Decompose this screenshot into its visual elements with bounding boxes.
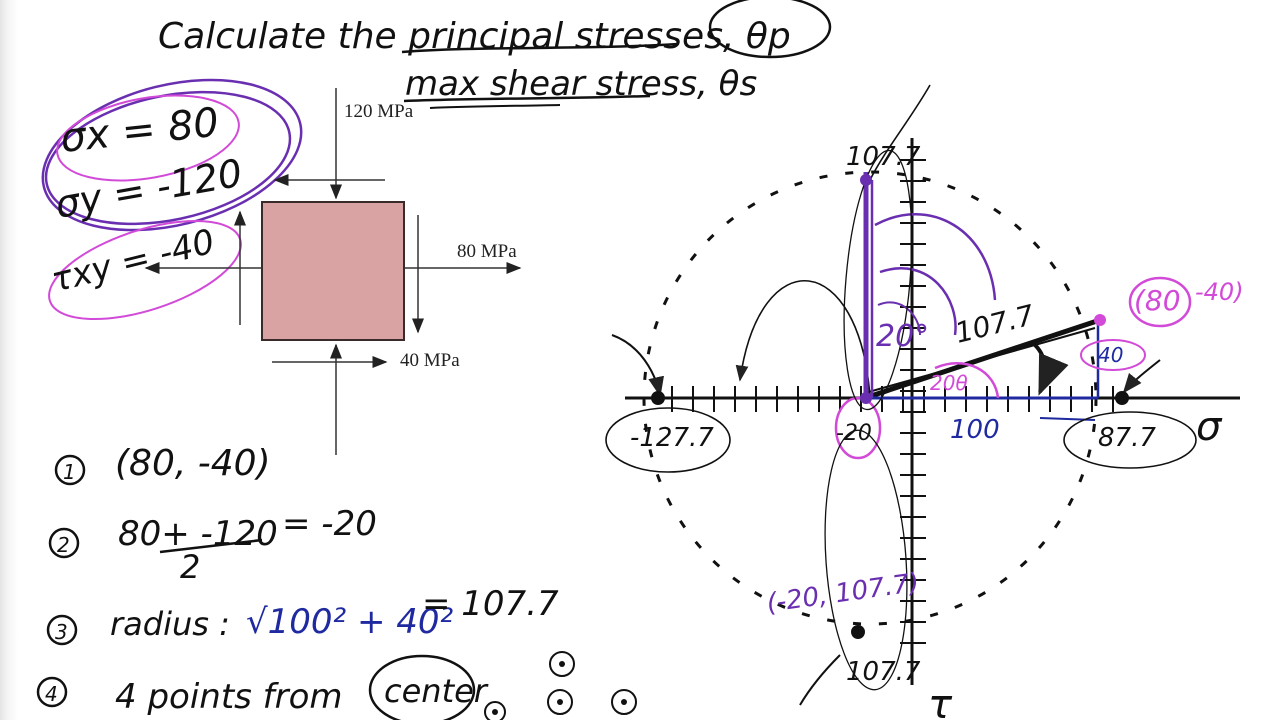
step-1-text: (80, -40) [115, 443, 271, 484]
sigma-x-value: σx = 80 [58, 100, 221, 162]
top-value-oval [843, 149, 913, 411]
title-line-1: Calculate the principal stresses, θp [158, 16, 791, 57]
step-2-result: = -20 [282, 504, 377, 544]
step-2-denominator: 2 [180, 548, 200, 586]
step-4-circled: center [384, 672, 489, 710]
steps: 1 (80, -40) 2 80+ -120 2 = -20 3 radius … [36, 443, 637, 720]
top-pointer [869, 84, 931, 181]
point-80-neg40 [1094, 314, 1106, 326]
right-value-label: 87.7 [1098, 423, 1156, 453]
center-value-label: -20 [836, 421, 872, 446]
purple-arc-2 [879, 267, 957, 336]
left-value-oval [605, 407, 731, 473]
magenta-arc [934, 362, 1000, 399]
label-80mpa: 80 MPa [457, 241, 517, 262]
forty-label-circle [1080, 339, 1146, 371]
tau-xy-value: τxy = -40 [48, 222, 219, 301]
title-underline-1 [401, 42, 679, 54]
radius-label: 107.7 [952, 298, 1038, 349]
purple-arc-1 [874, 213, 997, 301]
point-label-circle [1128, 276, 1192, 328]
right-value-oval [1063, 411, 1197, 469]
forty-label: 40 [1098, 343, 1123, 367]
bottom-pointer [799, 654, 841, 706]
shear-point-label: (-20, 107.7) [765, 568, 921, 619]
angle-label-2: 20θ [930, 371, 968, 395]
step-4-text: 4 points from [115, 677, 343, 717]
point-label-prefix: (80 [1134, 284, 1181, 317]
stress-element: 120 MPa 80 MPa 40 MPa [144, 88, 522, 455]
step-3-result: = 107.7 [422, 584, 559, 624]
step-3-expression: √100² + 40² [246, 602, 454, 642]
big-arc-arrow [735, 280, 871, 399]
title-underline-2 [403, 94, 651, 103]
step-3-num: 3 [55, 620, 68, 644]
label-120mpa: 120 MPa [344, 101, 414, 122]
given-circle-outer-1 [41, 78, 303, 232]
window-edge [0, 0, 18, 720]
right-pointer [1122, 359, 1161, 394]
element-square [261, 201, 405, 341]
title-block: Calculate the principal stresses, θp max… [158, 0, 832, 109]
step-3-prefix: radius : [110, 605, 230, 643]
step-1-num: 1 [63, 460, 76, 484]
tau-axis-label: τ [928, 682, 953, 720]
top-value-label: 107.7 [846, 142, 921, 172]
center-circle [368, 654, 476, 720]
point-label-suffix: -40) [1195, 278, 1244, 306]
angle-arc-arrow [1033, 343, 1069, 396]
theta-p-circle [708, 0, 832, 59]
purple-center-ring [834, 396, 882, 460]
bottom-value-label: 107.7 [846, 657, 921, 687]
mohr-diagram: σ τ 107.7 107.7 -127.7 87.7 -20 (80 -40)… [605, 84, 1244, 720]
title-underline-3 [429, 104, 561, 109]
radius-line-2 [864, 327, 1096, 394]
angle-label: 20° [876, 319, 929, 354]
left-pointer [611, 334, 664, 397]
label-40mpa: 40 MPa [400, 350, 460, 371]
given-circle-inner [56, 94, 240, 182]
step-2-num: 2 [57, 533, 70, 557]
sigma-axis-label: σ [1196, 404, 1223, 450]
step-4-num: 4 [45, 682, 58, 706]
hundred-label: 100 [950, 415, 1000, 445]
bottom-value-oval [824, 429, 908, 691]
left-value-label: -127.7 [630, 423, 714, 453]
